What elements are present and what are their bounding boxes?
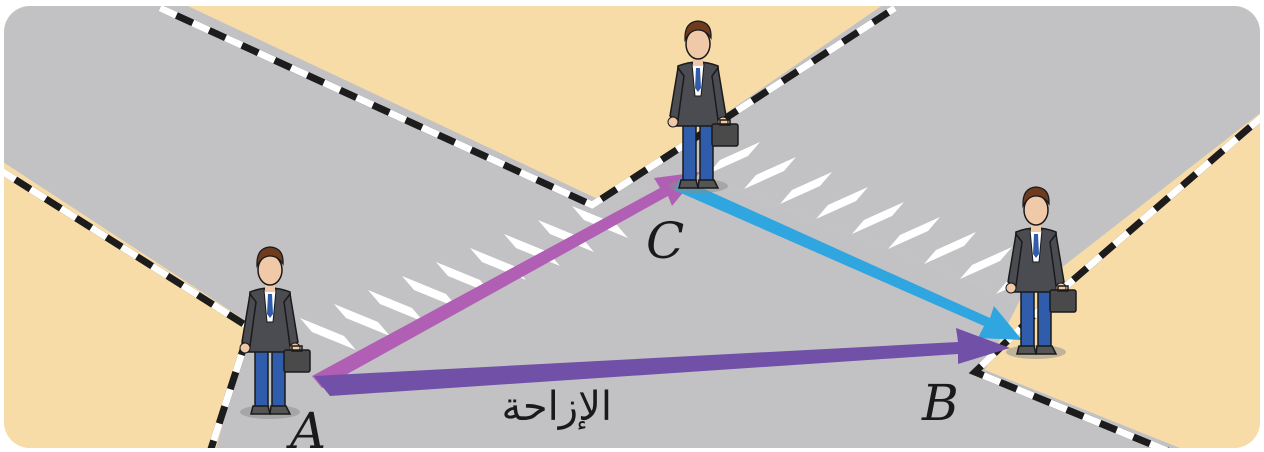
point-a-label: A: [286, 402, 326, 452]
point-c-label: C: [646, 212, 684, 270]
displacement-label: الإزاحة: [501, 384, 612, 430]
point-b-label: B: [921, 374, 959, 432]
